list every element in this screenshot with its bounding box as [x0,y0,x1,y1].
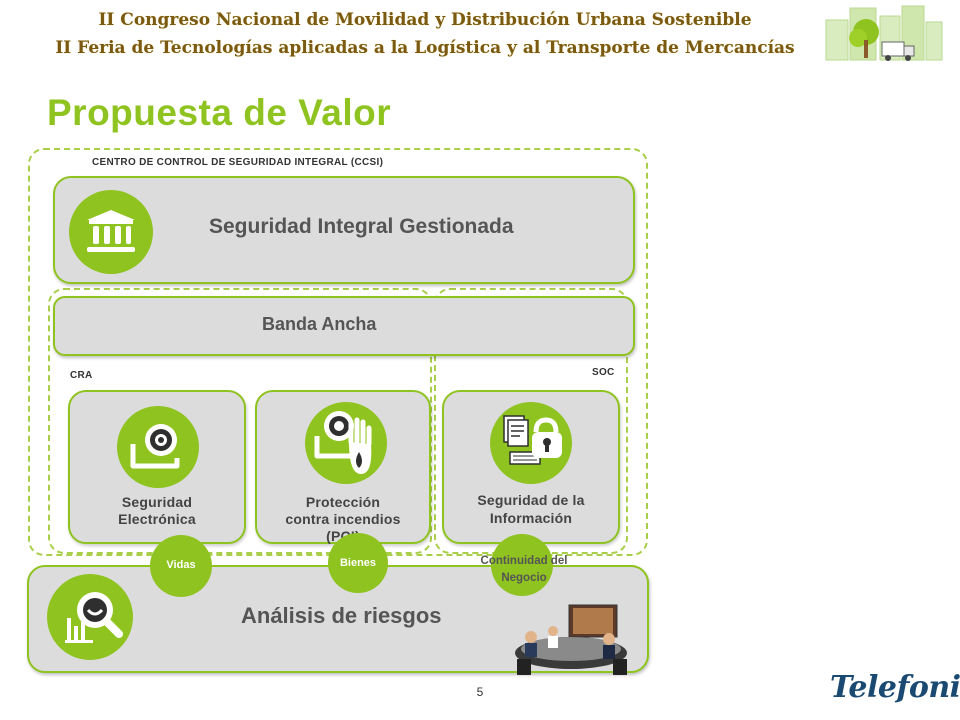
cra-region [48,288,432,554]
header-line-2: II Feria de Tecnologías aplicadas a la L… [55,38,795,58]
ccsi-label: CENTRO DE CONTROL DE SEGURIDAD INTEGRAL … [92,157,384,168]
magnifier-chart-icon [47,574,133,660]
seguridad-integral-label: Seguridad Integral Gestionada [209,215,514,238]
continuidad-line-1: Continuidad del [480,555,568,567]
card-1-line-1: Seguridad [121,494,193,510]
continuidad-label: Continuidad del Negocio [462,553,586,587]
card-2-line-2: contra incendios [285,511,401,527]
card-1-line-2: Electrónica [118,511,196,527]
bienes-badge: Bienes [328,533,388,593]
card-proteccion-incendios: Protección contra incendios (PCI) [255,390,431,544]
city-truck-illustration [818,2,946,64]
vidas-badge: Vidas [150,535,212,597]
telefonica-logo: Telefonica [830,670,960,705]
bienes-label: Bienes [339,557,377,569]
banda-ancha-bar: Banda Ancha [53,296,635,356]
continuidad-badge [491,534,553,596]
page-title: Propuesta de Valor [47,92,392,133]
cra-label: CRA [70,370,93,381]
soc-label: SOC [592,367,615,378]
header-line-1: II Congreso Nacional de Movilidad y Dist… [98,10,752,30]
documents-lock-icon [490,402,572,484]
analisis-riesgos-label: Análisis de riesgos [241,603,442,628]
card-seguridad-informacion: Seguridad de la Información [442,390,620,544]
continuidad-line-2: Negocio [501,572,547,584]
page-number: 5 [476,685,484,699]
seguridad-integral-bar: Seguridad Integral Gestionada [53,176,635,284]
card-2-line-1: Protección [305,494,381,510]
camera-icon [117,406,199,488]
banda-ancha-label: Banda Ancha [262,314,377,334]
card-3-line-2: Información [489,510,573,526]
meeting-photo [515,604,627,675]
card-3-line-1: Seguridad de la [477,492,585,508]
camera-hand-icon [305,402,387,484]
vidas-label: Vidas [166,559,196,571]
building-columns-icon [69,190,153,274]
card-seguridad-electronica: Seguridad Electrónica [68,390,246,544]
